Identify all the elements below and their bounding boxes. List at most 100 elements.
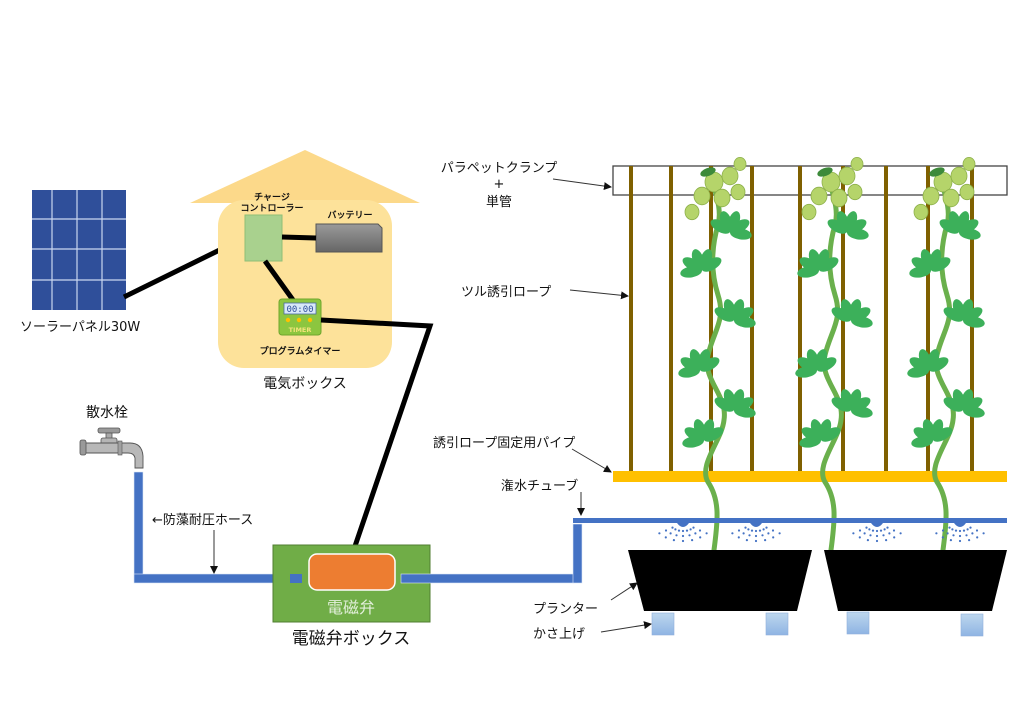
leaf-cluster xyxy=(682,419,724,448)
planter-right xyxy=(824,550,1007,611)
leaf-cluster xyxy=(939,211,981,240)
parapet-clamp-label-2: + xyxy=(494,177,505,192)
water-drop xyxy=(975,529,979,532)
water-drop xyxy=(935,532,938,535)
water-drop xyxy=(747,528,750,531)
battery-label: バッテリー xyxy=(327,210,372,221)
water-drop xyxy=(744,526,747,529)
water-drop xyxy=(863,532,866,535)
parapet-clamp-label-3: 単管 xyxy=(486,194,512,210)
charge-controller xyxy=(244,214,283,262)
water-drop xyxy=(658,532,661,535)
leaf-cluster xyxy=(911,419,953,448)
battery xyxy=(315,223,383,253)
parapet-clamp-arrow xyxy=(552,178,612,191)
water-drop xyxy=(941,536,944,539)
water-drop xyxy=(958,529,962,533)
raiser-block xyxy=(651,612,675,636)
leaf xyxy=(678,366,701,378)
hop-plant xyxy=(795,156,873,553)
wire-controller-to-timer xyxy=(262,259,296,302)
raise-label: かさ上げ xyxy=(533,627,585,642)
vine-rope-arrow xyxy=(569,289,629,300)
solar-panel xyxy=(32,190,126,310)
drip-emitter xyxy=(852,523,902,543)
solenoid-valve xyxy=(308,553,396,591)
hop-leaf xyxy=(929,167,945,177)
drip-emitter xyxy=(935,523,985,543)
hop-cone xyxy=(713,188,731,208)
water-drop xyxy=(754,529,758,533)
water-drop xyxy=(958,534,962,538)
hop-cone xyxy=(810,186,828,206)
water-drop xyxy=(899,532,902,535)
irrigation-tube xyxy=(573,518,1007,523)
water-drop xyxy=(737,536,740,539)
solar-panel-label: ソーラーパネル30W xyxy=(20,320,140,335)
water-drop xyxy=(866,539,870,542)
raiser-block xyxy=(765,612,789,636)
leaf xyxy=(850,316,873,328)
raiser-block xyxy=(960,613,984,637)
water-drop xyxy=(888,532,891,535)
hop-leaf xyxy=(817,167,833,177)
water-drop xyxy=(875,529,879,533)
leaf xyxy=(907,366,930,378)
electric-box-label: 電気ボックス xyxy=(263,376,347,392)
water-drop xyxy=(958,539,962,543)
water-drop xyxy=(778,532,781,535)
water-drop xyxy=(869,534,872,537)
rope-fixing-pipe xyxy=(613,471,1007,482)
hop-plant xyxy=(678,156,756,553)
water-drop xyxy=(952,534,955,537)
wire-timer-to-solenoid xyxy=(320,317,434,553)
leaf xyxy=(958,228,981,240)
water-drop xyxy=(748,534,751,537)
drip-emitter xyxy=(731,523,781,543)
water-drop xyxy=(885,539,888,542)
leaf-cluster xyxy=(909,249,951,278)
water-drop xyxy=(691,539,694,542)
leaf xyxy=(909,266,932,278)
water-drop xyxy=(689,528,692,531)
leaf xyxy=(850,406,873,418)
raiser-block xyxy=(846,611,870,635)
hop-cone xyxy=(959,183,975,201)
leaf-cluster xyxy=(827,211,869,240)
water-drop xyxy=(879,529,883,532)
water-drop xyxy=(971,532,974,535)
water-drop xyxy=(750,529,754,532)
water-drop xyxy=(754,539,758,543)
hose-label: ←防藻耐圧ホース xyxy=(152,512,253,528)
water-drop xyxy=(886,526,889,529)
hop-cone xyxy=(721,166,739,186)
rope-pipe-arrow xyxy=(571,448,612,473)
water-drop xyxy=(737,529,741,532)
leaf-cluster xyxy=(831,389,873,418)
water-drop xyxy=(692,526,695,529)
leaf-cluster xyxy=(943,299,985,328)
water-drop xyxy=(672,539,676,542)
water-drop xyxy=(966,528,969,531)
leaf-cluster xyxy=(714,299,756,328)
leaf-cluster xyxy=(678,349,720,378)
rope-pipe-label: 誘引ロープ固定用パイプ xyxy=(433,436,575,451)
water-drop xyxy=(772,536,775,539)
leaf xyxy=(733,406,756,418)
water-drop xyxy=(893,536,896,539)
water-drop xyxy=(852,532,855,535)
leaf xyxy=(682,436,705,448)
water-drop xyxy=(765,526,768,529)
hop-cone xyxy=(733,156,747,171)
water-drop xyxy=(688,534,691,537)
water-drop xyxy=(761,534,764,537)
hop-cone xyxy=(847,183,863,201)
hop-cone xyxy=(962,156,976,171)
water-drop xyxy=(982,532,985,535)
water-drop xyxy=(745,539,749,542)
water-drop xyxy=(674,528,677,531)
water-drop xyxy=(758,529,762,532)
hop-plant xyxy=(907,156,985,553)
water-drop xyxy=(948,526,951,529)
